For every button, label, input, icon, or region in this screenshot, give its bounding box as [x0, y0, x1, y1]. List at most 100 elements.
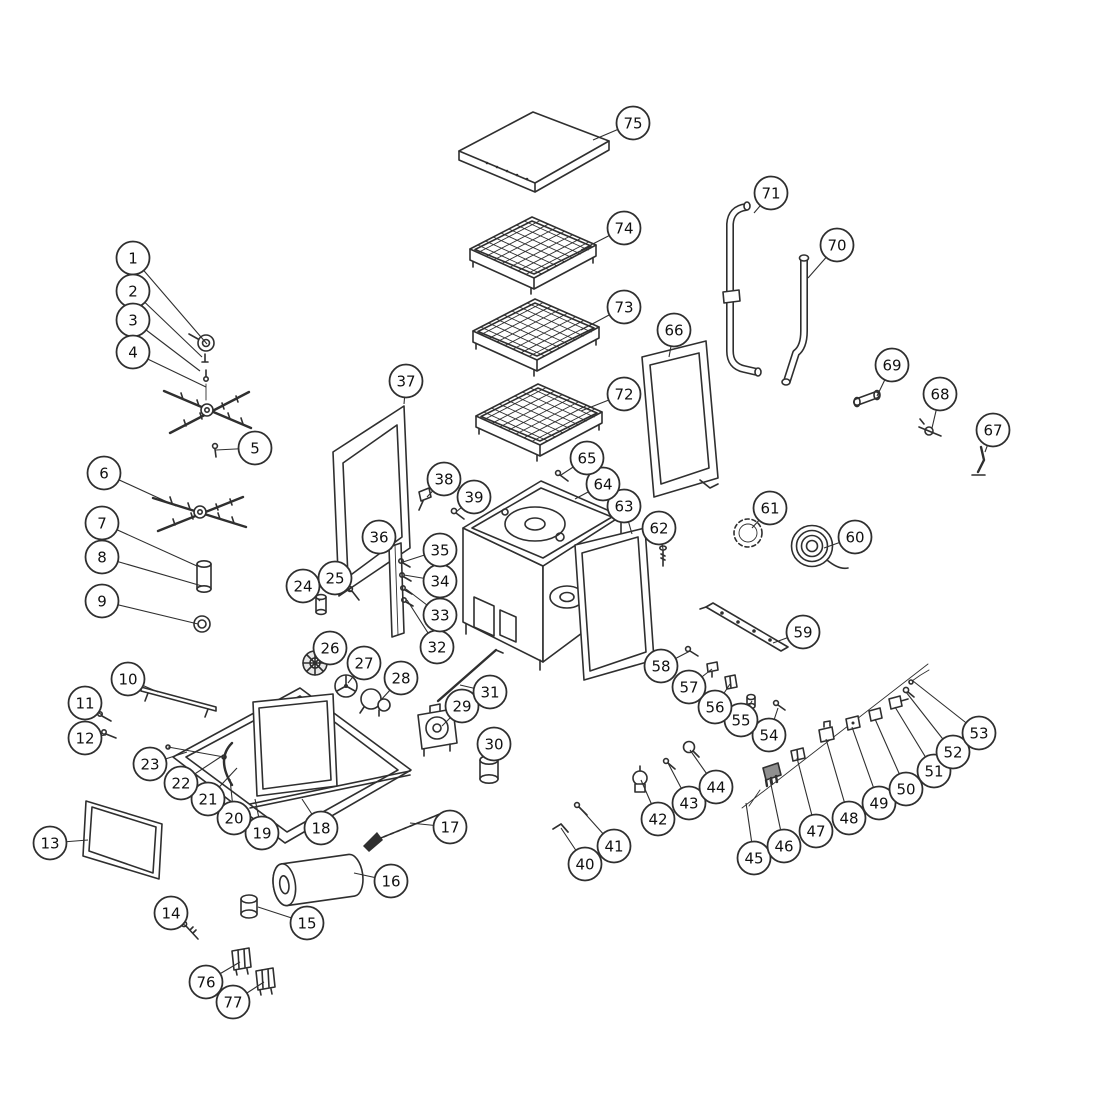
- callout-number-49: 49: [869, 794, 888, 812]
- callout-circle-66: [656, 312, 692, 348]
- callout-circle-62: [641, 510, 677, 546]
- part-wire-53: [908, 669, 930, 685]
- callout-29: 29: [444, 688, 480, 724]
- callout-number-51: 51: [924, 762, 943, 780]
- callout-number-28: 28: [391, 669, 410, 687]
- callout-circle-45: [736, 840, 772, 876]
- part-sleeve-15: [240, 894, 258, 919]
- callout-number-30: 30: [484, 735, 503, 753]
- callout-number-8: 8: [97, 548, 107, 566]
- callout-circle-8: [84, 539, 120, 575]
- callout-circle-60: [837, 519, 873, 555]
- part-rinse-nozzle-assembly: [193, 559, 212, 633]
- callout-2: 2: [115, 273, 151, 309]
- callout-27: 27: [346, 645, 382, 681]
- callout-circle-16: [373, 863, 409, 899]
- part-hose-clamp: [918, 418, 942, 437]
- part-screw-65: [554, 469, 569, 482]
- part-bracket-36: [388, 542, 405, 638]
- callout-number-69: 69: [882, 356, 901, 374]
- callout-number-34: 34: [430, 572, 449, 590]
- callout-33: 33: [422, 597, 458, 633]
- callout-16: 16: [373, 863, 409, 899]
- callout-46: 46: [766, 828, 802, 864]
- callout-number-76: 76: [196, 973, 215, 991]
- callout-52: 52: [935, 734, 971, 770]
- part-ring-44: [682, 740, 700, 758]
- part-motor-cylinder: [272, 853, 364, 907]
- callout-23: 23: [132, 746, 168, 782]
- callout-55: 55: [723, 702, 759, 738]
- callout-circle-20: [216, 800, 252, 836]
- callout-14: 14: [153, 895, 189, 931]
- callout-65: 65: [569, 440, 605, 476]
- callout-circle-25: [317, 560, 353, 596]
- callout-60: 60: [837, 519, 873, 555]
- part-front-panel: [574, 527, 655, 681]
- callout-21: 21: [190, 781, 226, 817]
- part-bolt-24: [315, 593, 327, 616]
- part-terminal-block-76: [231, 947, 252, 976]
- callout-32: 32: [419, 629, 455, 665]
- part-drain-elbow-pipe: [781, 254, 810, 386]
- callout-circle-7: [84, 505, 120, 541]
- callout-20: 20: [216, 800, 252, 836]
- part-switch-50: [868, 707, 883, 722]
- part-shaft-31: [436, 648, 504, 703]
- part-rinse-pipe: [722, 201, 762, 377]
- part-valve-42: [632, 765, 648, 793]
- callout-circle-54: [751, 717, 787, 753]
- callout-number-22: 22: [171, 774, 190, 792]
- callout-44: 44: [698, 769, 734, 805]
- callout-number-13: 13: [40, 834, 59, 852]
- callout-number-54: 54: [759, 726, 778, 744]
- callout-number-48: 48: [839, 809, 858, 827]
- callout-4: 4: [115, 334, 151, 370]
- callout-11: 11: [67, 685, 103, 721]
- callout-number-68: 68: [930, 385, 949, 403]
- callout-number-45: 45: [744, 849, 763, 867]
- callout-76: 76: [188, 964, 224, 1000]
- part-screw-43: [662, 757, 676, 770]
- callout-41: 41: [596, 828, 632, 864]
- callout-number-25: 25: [325, 569, 344, 587]
- part-terminal-block-77: [255, 967, 276, 996]
- part-switch-51: [888, 695, 909, 710]
- callout-circle-24: [285, 568, 321, 604]
- callout-circle-61: [752, 490, 788, 526]
- callout-circle-14: [153, 895, 189, 931]
- callout-circle-36: [361, 519, 397, 555]
- part-clip-38: [418, 487, 432, 511]
- callout-number-37: 37: [396, 372, 415, 390]
- callout-circle-70: [819, 227, 855, 263]
- callout-circle-71: [753, 175, 789, 211]
- callout-circle-64: [585, 466, 621, 502]
- callout-number-32: 32: [427, 638, 446, 656]
- callout-circle-68: [922, 376, 958, 412]
- part-mounting-strip: [699, 602, 789, 652]
- callout-circle-35: [422, 532, 458, 568]
- part-small-pump: [359, 688, 391, 717]
- callout-59: 59: [785, 614, 821, 650]
- callout-number-57: 57: [679, 678, 698, 696]
- callout-74: 74: [606, 210, 642, 246]
- callout-number-74: 74: [614, 219, 633, 237]
- callout-number-35: 35: [430, 541, 449, 559]
- callout-circle-28: [383, 660, 419, 696]
- callout-number-21: 21: [198, 790, 217, 808]
- callout-circle-49: [861, 785, 897, 821]
- callout-28: 28: [383, 660, 419, 696]
- callout-number-56: 56: [705, 698, 724, 716]
- callout-number-47: 47: [806, 822, 825, 840]
- callout-number-1: 1: [128, 249, 138, 267]
- callout-circle-26: [312, 630, 348, 666]
- part-clip-56: [724, 674, 738, 690]
- callout-circle-43: [671, 785, 707, 821]
- part-dish-rack-middle: [472, 298, 600, 377]
- callout-number-42: 42: [648, 810, 667, 828]
- callout-circle-53: [961, 715, 997, 751]
- callout-30: 30: [476, 726, 512, 762]
- callout-circle-5: [237, 430, 273, 466]
- callout-45: 45: [736, 840, 772, 876]
- callout-8: 8: [84, 539, 120, 575]
